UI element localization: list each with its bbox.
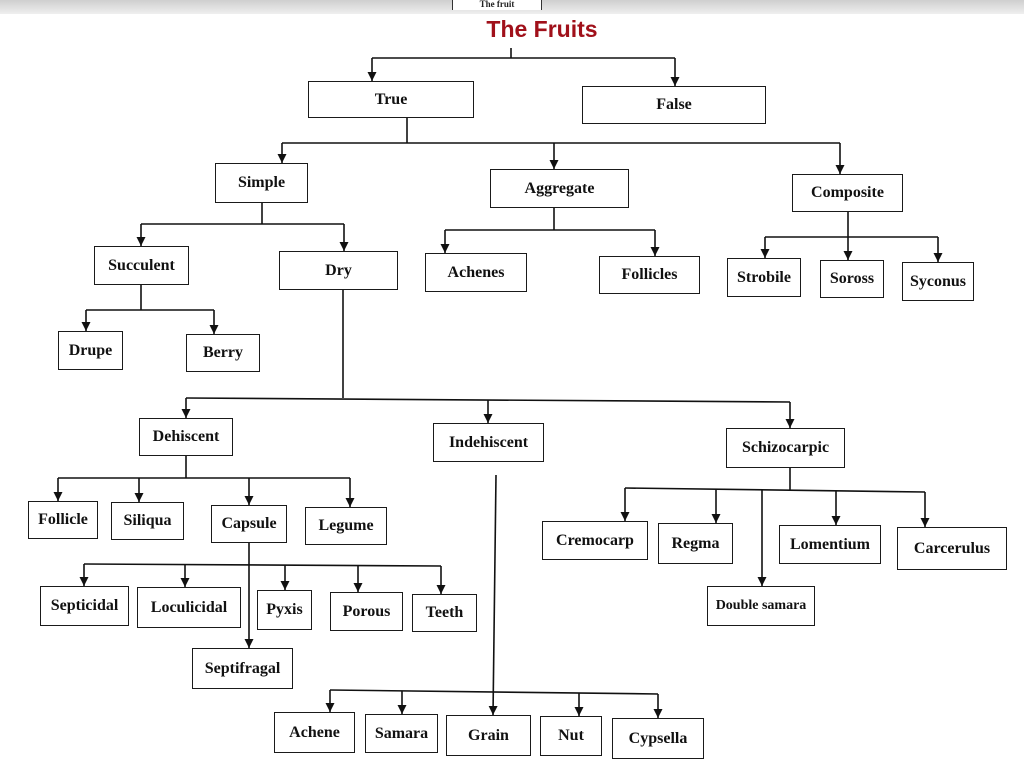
connector <box>83 563 442 567</box>
node-berry: Berry <box>186 334 260 372</box>
node-composite: Composite <box>792 174 903 212</box>
connector <box>624 487 926 493</box>
node-siliqua: Siliqua <box>111 502 184 540</box>
node-achene: Achene <box>274 712 355 753</box>
node-cypsella: Cypsella <box>612 718 704 759</box>
node-septifragal: Septifragal <box>192 648 293 689</box>
node-cremocarp: Cremocarp <box>542 521 648 560</box>
node-legume: Legume <box>305 507 387 545</box>
node-grain: Grain <box>446 715 531 756</box>
node-samara: Samara <box>365 714 438 753</box>
node-dry: Dry <box>279 251 398 290</box>
header-tab: The fruit <box>452 0 542 10</box>
node-syconus: Syconus <box>902 262 974 301</box>
node-loculicidal: Loculicidal <box>137 587 241 628</box>
node-capsule: Capsule <box>211 505 287 543</box>
node-aggregate: Aggregate <box>490 169 629 208</box>
node-septicidal: Septicidal <box>40 586 129 626</box>
node-dehiscent: Dehiscent <box>139 418 233 456</box>
node-schizocarpic: Schizocarpic <box>726 428 845 468</box>
node-true: True <box>308 81 474 118</box>
node-double-samara: Double samara <box>707 586 815 626</box>
page-title: The Fruits <box>486 16 598 42</box>
node-porous: Porous <box>330 592 403 631</box>
node-achenes: Achenes <box>425 253 527 292</box>
node-indehiscent: Indehiscent <box>433 423 544 462</box>
node-soross: Soross <box>820 260 884 298</box>
node-follicles: Follicles <box>599 256 700 294</box>
node-carcerulus: Carcerulus <box>897 527 1007 570</box>
node-strobile: Strobile <box>727 258 801 297</box>
node-regma: Regma <box>658 523 733 564</box>
node-simple: Simple <box>215 163 308 203</box>
node-nut: Nut <box>540 716 602 756</box>
node-lomentium: Lomentium <box>779 525 881 564</box>
connector <box>488 474 498 716</box>
node-pyxis: Pyxis <box>257 590 312 630</box>
node-drupe: Drupe <box>58 331 123 370</box>
node-succulent: Succulent <box>94 246 189 285</box>
node-teeth: Teeth <box>412 594 477 632</box>
node-false: False <box>582 86 766 124</box>
node-follicle: Follicle <box>28 501 98 539</box>
connector <box>329 689 659 695</box>
